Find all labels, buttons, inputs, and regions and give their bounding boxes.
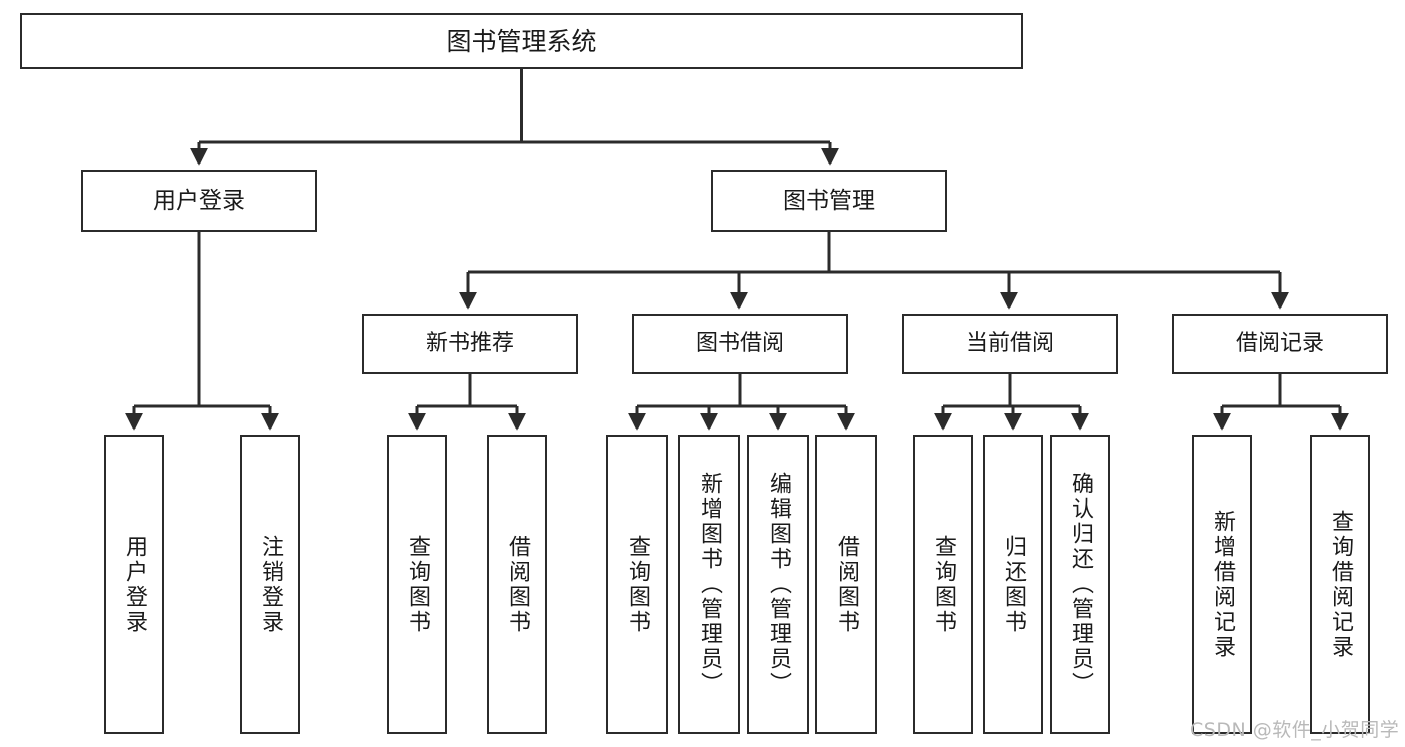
node-leaf-label: 查询图书: [931, 534, 956, 635]
node-root-system[interactable]: 图书管理系统: [20, 13, 1023, 69]
node-borrow-record[interactable]: 借阅记录: [1172, 314, 1388, 374]
node-leaf-add-book-admin[interactable]: 新增图书（管理员）: [678, 435, 740, 734]
node-current-borrow-label: 当前借阅: [965, 331, 1054, 356]
node-leaf-label: 查询图书: [405, 534, 430, 635]
node-book-management[interactable]: 图书管理: [711, 170, 947, 232]
node-leaf-borrow-book-1[interactable]: 借阅图书: [487, 435, 547, 734]
node-new-book-recommend-label: 新书推荐: [425, 331, 514, 356]
node-leaf-label: 编辑图书（管理员）: [766, 472, 791, 697]
node-leaf-label: 归还图书: [1001, 534, 1026, 635]
node-leaf-borrow-book-2[interactable]: 借阅图书: [815, 435, 877, 734]
node-leaf-edit-book-admin[interactable]: 编辑图书（管理员）: [747, 435, 809, 734]
node-book-management-label: 图书管理: [783, 187, 875, 214]
node-leaf-label: 新增图书（管理员）: [697, 472, 722, 697]
node-leaf-confirm-return-admin[interactable]: 确认归还（管理员）: [1050, 435, 1110, 734]
node-leaf-label: 借阅图书: [505, 534, 530, 635]
watermark-text: CSDN @软件_小贺同学: [1190, 719, 1400, 741]
node-leaf-logout[interactable]: 注销登录: [240, 435, 300, 734]
node-leaf-label: 借阅图书: [834, 534, 859, 635]
node-leaf-user-login[interactable]: 用户登录: [104, 435, 164, 734]
node-leaf-label: 确认归还（管理员）: [1068, 472, 1093, 697]
node-leaf-query-book-1[interactable]: 查询图书: [387, 435, 447, 734]
node-leaf-query-book-3[interactable]: 查询图书: [913, 435, 973, 734]
node-leaf-label: 用户登录: [122, 534, 147, 635]
node-leaf-label: 新增借阅记录: [1210, 509, 1235, 660]
node-root-label: 图书管理系统: [446, 26, 597, 56]
node-book-borrow[interactable]: 图书借阅: [632, 314, 848, 374]
node-leaf-query-borrow-record[interactable]: 查询借阅记录: [1310, 435, 1370, 734]
node-leaf-query-book-2[interactable]: 查询图书: [606, 435, 668, 734]
node-new-book-recommend[interactable]: 新书推荐: [362, 314, 578, 374]
node-leaf-return-book[interactable]: 归还图书: [983, 435, 1043, 734]
node-user-login[interactable]: 用户登录: [81, 170, 317, 232]
node-leaf-label: 查询图书: [625, 534, 650, 635]
node-leaf-add-borrow-record[interactable]: 新增借阅记录: [1192, 435, 1252, 734]
node-current-borrow[interactable]: 当前借阅: [902, 314, 1118, 374]
node-leaf-label: 注销登录: [258, 534, 283, 635]
node-book-borrow-label: 图书借阅: [695, 331, 784, 356]
node-leaf-label: 查询借阅记录: [1328, 509, 1353, 660]
node-borrow-record-label: 借阅记录: [1235, 331, 1324, 356]
node-user-login-label: 用户登录: [153, 187, 245, 214]
